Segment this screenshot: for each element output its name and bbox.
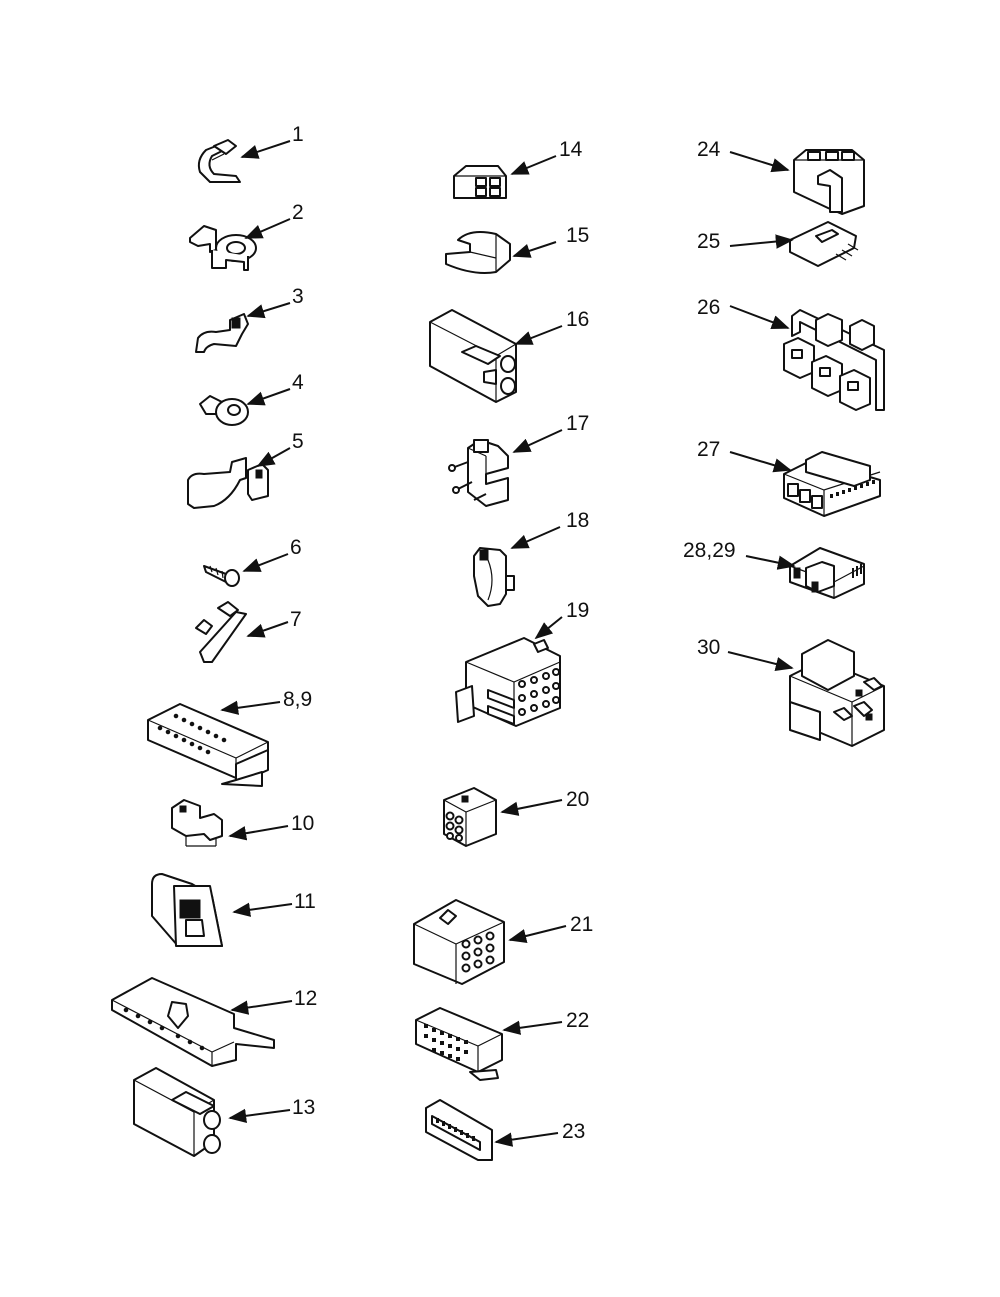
leader-17	[512, 429, 563, 453]
leader-6	[242, 553, 289, 572]
part-6-screw	[203, 565, 240, 587]
part-14-connector	[453, 165, 507, 199]
part-12-long-connector	[111, 977, 275, 1067]
callout-19: 19	[566, 599, 589, 622]
callout-26: 26	[697, 296, 720, 319]
leader-19	[534, 616, 563, 640]
callout-30: 30	[697, 636, 720, 659]
callout-20: 20	[566, 788, 589, 811]
callout-2: 2	[292, 201, 304, 224]
leader-11	[232, 902, 293, 917]
leader-24	[729, 151, 790, 173]
callout-7: 7	[290, 608, 302, 631]
leader-25	[729, 234, 794, 249]
leader-18	[510, 526, 561, 549]
callout-21: 21	[570, 913, 593, 936]
part-4-ring	[199, 395, 249, 426]
leader-30	[727, 651, 794, 672]
pin-holes	[157, 713, 227, 755]
leader-1	[240, 140, 291, 159]
leader-8-9	[220, 700, 281, 715]
leader-28-29	[745, 555, 796, 570]
callout-25: 25	[697, 230, 720, 253]
leader-10	[228, 825, 289, 841]
part-5-bracket-clip	[187, 457, 269, 509]
part-1-clip	[197, 139, 241, 183]
callout-13: 13	[292, 1096, 315, 1119]
callout-18: 18	[566, 509, 589, 532]
leader-26	[729, 305, 790, 329]
part-11-housing	[151, 873, 223, 947]
part-30-relay-block	[789, 639, 885, 747]
leader-5	[256, 447, 291, 467]
leader-13	[228, 1108, 291, 1123]
part-19-connector	[455, 637, 561, 727]
part-27-connector	[783, 451, 881, 517]
leader-21	[508, 925, 567, 944]
part-28-29-connector	[789, 547, 865, 599]
leader-15	[512, 241, 557, 258]
part-13-housing	[133, 1067, 221, 1157]
callout-5: 5	[292, 430, 304, 453]
callout-27: 27	[697, 438, 720, 461]
leader-3	[246, 302, 291, 319]
part-25-board	[789, 221, 859, 267]
part-17-block	[448, 439, 509, 507]
leader-12	[230, 1000, 293, 1015]
part-8-9-connector	[147, 703, 269, 787]
part-15-sleeve	[445, 231, 511, 274]
part-22-connector	[415, 1007, 503, 1081]
leader-7	[246, 621, 289, 638]
callout-12: 12	[294, 987, 317, 1010]
callout-23: 23	[562, 1120, 585, 1143]
callout-22: 22	[566, 1009, 589, 1032]
callout-14: 14	[559, 138, 583, 161]
leader-27	[729, 451, 792, 473]
callout-10: 10	[291, 812, 314, 835]
callout-8-9: 8,9	[283, 688, 312, 711]
callout-1: 1	[292, 123, 304, 146]
callout-24: 24	[697, 138, 721, 161]
part-7-bar-clip	[195, 601, 247, 663]
part-21-block	[413, 899, 505, 985]
part-23-edge-connector	[425, 1099, 493, 1161]
part-26-relay-board	[783, 309, 885, 411]
callout-17: 17	[566, 412, 589, 435]
callout-15: 15	[566, 224, 589, 247]
part-16-housing	[429, 309, 517, 403]
callout-16: 16	[566, 308, 589, 331]
callout-4: 4	[292, 371, 304, 394]
leader-22	[502, 1020, 563, 1035]
part-20-plug	[443, 787, 497, 847]
part-10-latch	[171, 799, 223, 847]
callout-6: 6	[290, 536, 302, 559]
leader-16	[514, 325, 563, 345]
part-24-housing	[793, 149, 865, 215]
callout-3: 3	[292, 285, 304, 308]
leader-20	[500, 799, 563, 816]
leader-14	[510, 155, 557, 175]
part-18-terminal	[473, 547, 515, 607]
callout-11: 11	[294, 890, 316, 913]
callout-28-29: 28,29	[683, 539, 736, 562]
part-2-clamp	[189, 225, 257, 271]
leader-2	[244, 218, 291, 239]
leader-4	[246, 388, 291, 406]
leader-23	[494, 1132, 559, 1147]
part-3-wire-clip	[195, 313, 249, 353]
